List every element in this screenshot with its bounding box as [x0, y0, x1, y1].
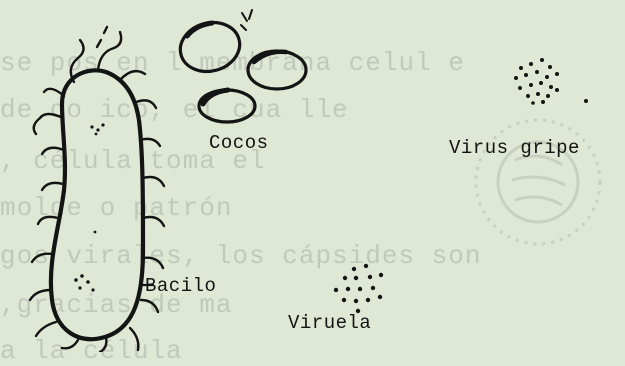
- coccus-cell: [248, 51, 306, 89]
- bacillus-body: [51, 70, 143, 339]
- microbes-illustration: [0, 0, 625, 352]
- viruela-drawing: [334, 264, 383, 313]
- cocos-label: Cocos: [209, 132, 269, 154]
- page-scan: se pos en l membrana celul e de do ico, …: [0, 0, 625, 352]
- bacilo-drawing: [30, 32, 164, 352]
- cocos-drawing: [97, 10, 306, 122]
- virus-gripe-drawing: [514, 58, 588, 105]
- bacilo-label: Bacilo: [145, 275, 216, 297]
- bacillus-granules: [74, 123, 104, 291]
- virus-gripe-label: Virus gripe: [449, 137, 580, 159]
- viruela-label: Viruela: [288, 312, 371, 334]
- coccus-cell: [199, 90, 255, 122]
